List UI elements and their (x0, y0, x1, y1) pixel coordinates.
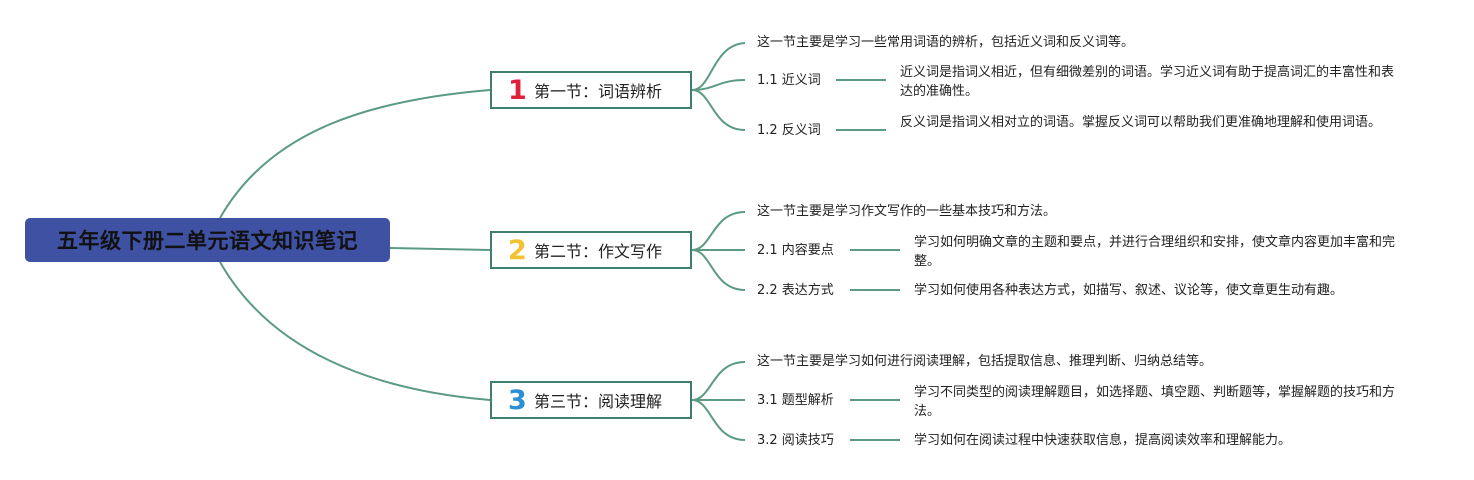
number-3-icon: 3 (508, 384, 527, 416)
section-2-title: 第二节：作文写作 (534, 242, 663, 261)
section-2-summary[interactable]: 这一节主要是学习作文写作的一些基本技巧和方法。 (757, 204, 1057, 219)
section-1-item-2-label[interactable]: 1.2 反义词 (757, 123, 821, 138)
section-2-item-1-label[interactable]: 2.1 内容要点 (757, 243, 834, 258)
section-3-summary[interactable]: 这一节主要是学习如何进行阅读理解，包括提取信息、推理判断、归纳总结等。 (757, 354, 1213, 369)
section-3-item-2-desc[interactable]: 学习如何在阅读过程中快速获取信息，提高阅读效率和理解能力。 (914, 433, 1292, 448)
section-1-node[interactable]: 1 第一节：词语辨析 (490, 71, 692, 109)
connector-s2-item2 (691, 249, 746, 291)
section-3-item-2-label[interactable]: 3.2 阅读技巧 (757, 433, 834, 448)
section-3-item-1-desc[interactable]: 学习不同类型的阅读理解题目，如选择题、填空题、判断题等，掌握解题的技巧和方法。 (914, 385, 1396, 419)
section-1-summary[interactable]: 这一节主要是学习一些常用词语的辨析，包括近义词和反义词等。 (757, 35, 1135, 50)
connector-s1-summary (691, 42, 746, 91)
connector-s1-item2 (691, 89, 746, 131)
number-1-icon: 1 (508, 74, 527, 106)
section-1-item-1-label[interactable]: 1.1 近义词 (757, 73, 821, 88)
connector-s3-summary (691, 361, 746, 401)
connector-s1-item1 (691, 79, 746, 91)
connector-root-section-2 (389, 247, 491, 251)
section-2-item-2-desc[interactable]: 学习如何使用各种表达方式，如描写、叙述、议论等，使文章更生动有趣。 (914, 283, 1344, 298)
section-2-item-1-desc[interactable]: 学习如何明确文章的主题和要点，并进行合理组织和安排，使文章内容更加丰富和完整。 (914, 235, 1396, 269)
connector-root-section-1 (219, 89, 491, 219)
section-3-title: 第三节：阅读理解 (534, 392, 663, 411)
connector-root-section-3 (219, 261, 491, 401)
section-3-node[interactable]: 3 第三节：阅读理解 (490, 381, 692, 419)
section-1-title: 第一节：词语辨析 (534, 82, 663, 101)
section-2-node[interactable]: 2 第二节：作文写作 (490, 231, 692, 269)
number-2-icon: 2 (508, 234, 527, 266)
section-2-item-2-label[interactable]: 2.2 表达方式 (757, 283, 834, 298)
section-1-item-2-desc[interactable]: 反义词是指词义相对立的词语。掌握反义词可以帮助我们更准确地理解和使用词语。 (900, 115, 1382, 130)
root-title: 五年级下册二单元语文知识笔记 (57, 229, 358, 253)
root-topic[interactable]: 五年级下册二单元语文知识笔记 (25, 218, 390, 262)
section-3-item-1-label[interactable]: 3.1 题型解析 (757, 393, 834, 408)
connector-s3-item2 (691, 399, 746, 441)
connector-s2-summary (691, 211, 746, 251)
section-1-item-1-desc[interactable]: 近义词是指词义相近，但有细微差别的词语。学习近义词有助于提高词汇的丰富性和表达的… (900, 65, 1395, 99)
